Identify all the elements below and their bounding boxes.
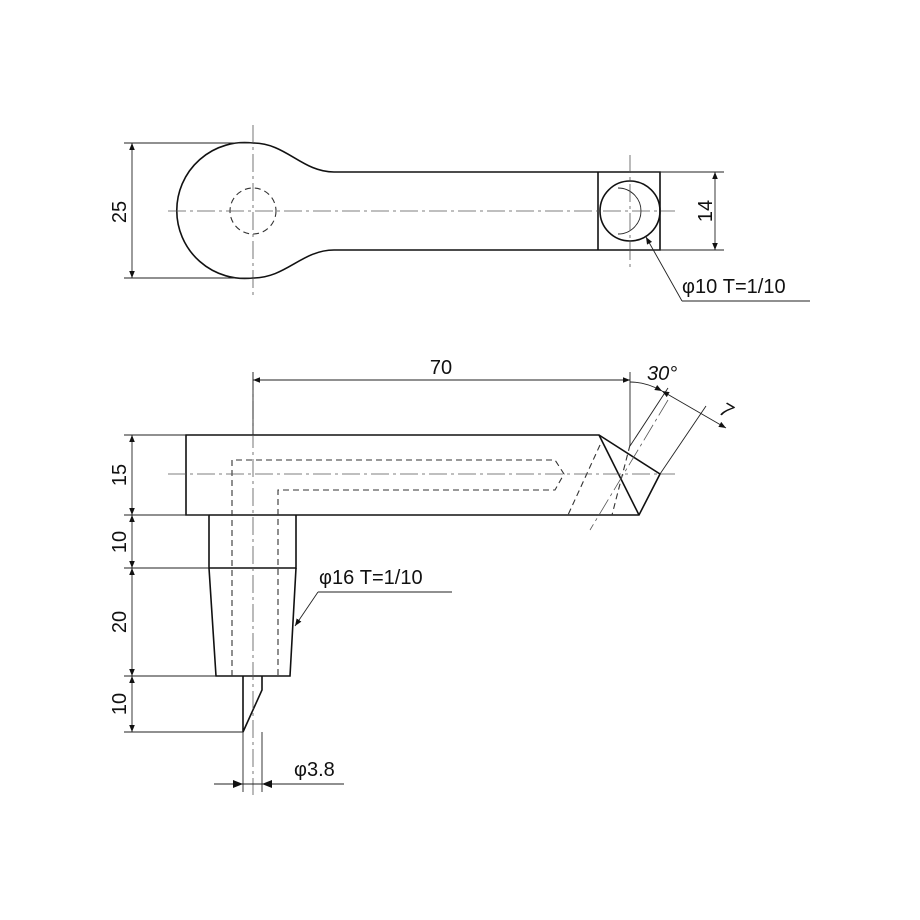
dim-70-label: 70 xyxy=(430,357,452,379)
dim-3-8-label: φ3.8 xyxy=(294,759,335,781)
front-view-bevel-inner-edge xyxy=(598,434,640,516)
dim-30-arc xyxy=(629,381,663,392)
front-view-taper xyxy=(208,567,297,677)
hole-spec-label: φ10 T=1/10 xyxy=(682,276,786,298)
dim-3-8-arrow-left xyxy=(233,780,243,788)
dim-10-neck-label: 10 xyxy=(109,531,131,553)
dim-3-8-arrow-right xyxy=(262,780,272,788)
dim-20-label: 20 xyxy=(109,611,131,633)
front-view: 70 30° 7 15 10 20 10 φ16 T=1/10 φ3.8 xyxy=(109,357,737,795)
bevel-center-line xyxy=(589,399,669,531)
hole-leader-diagonal xyxy=(645,236,683,302)
top-view-outline xyxy=(175,141,661,280)
front-view-body-outline xyxy=(185,434,662,516)
dim-14-label: 14 xyxy=(695,200,717,222)
dim-10-tip-label: 10 xyxy=(109,693,131,715)
dim-7-ext-top xyxy=(659,405,707,475)
top-view-socket-hole xyxy=(599,180,661,242)
taper-leader-diagonal xyxy=(294,591,319,627)
dim-7-ext-bottom xyxy=(629,387,669,447)
taper-spec-label: φ16 T=1/10 xyxy=(319,567,423,589)
hidden-bevel-line-1 xyxy=(567,444,601,516)
dim-7-label: 7 xyxy=(716,398,737,423)
hidden-bevel-line-2 xyxy=(611,444,631,516)
front-view-pin xyxy=(242,676,263,733)
front-view-neck xyxy=(208,515,297,569)
dim-30-label: 30° xyxy=(647,363,677,385)
dim-7-line xyxy=(661,390,727,429)
hidden-passage xyxy=(231,459,565,676)
dim-25-label: 25 xyxy=(109,201,131,223)
top-view: 25 14 φ10 T=1/10 xyxy=(109,125,810,302)
dim-15-label: 15 xyxy=(109,464,131,486)
